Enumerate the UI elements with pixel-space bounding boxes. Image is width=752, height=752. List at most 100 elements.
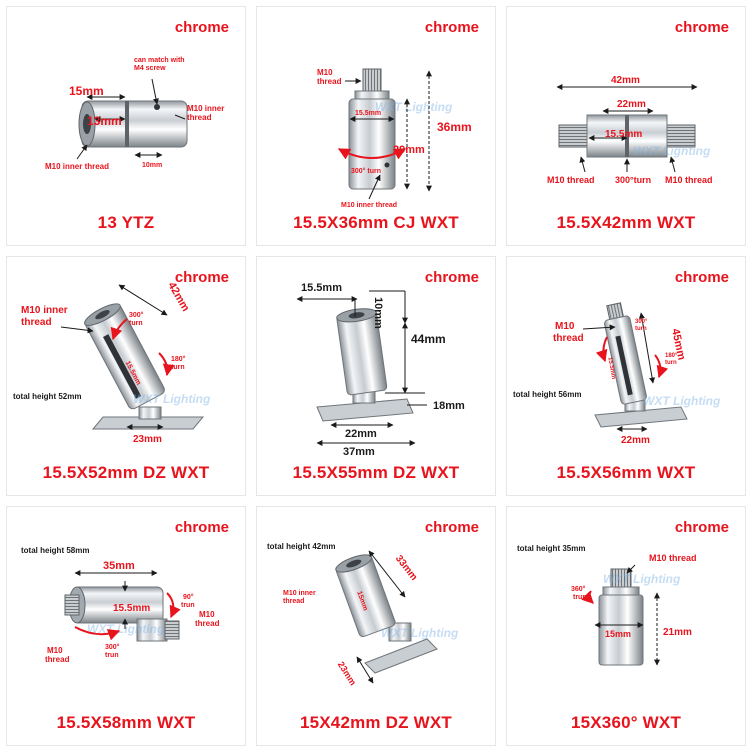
product-caption: 15.5X56mm WXT <box>556 463 696 482</box>
finish-label: chrome <box>174 519 229 536</box>
label-37mm: 37mm <box>343 446 375 458</box>
label-m10-inner: M10 inner <box>21 305 68 316</box>
finish-label: chrome <box>424 519 479 536</box>
label-300-turn: 300°turn <box>615 175 651 185</box>
panel-15x360: WXT Lighting total height 35mm M10 threa… <box>506 506 746 746</box>
label-m10-thread: M10 thread <box>649 553 697 563</box>
label-23mm: 23mm <box>133 434 162 445</box>
label-300-turn: 300° turn <box>351 167 381 175</box>
label-22mm: 22mm <box>617 99 646 110</box>
label-total-height: total height 52mm <box>13 392 81 401</box>
label-15-5mm: 15.5mm <box>301 282 342 294</box>
label-21mm: 21mm <box>663 627 692 638</box>
product-caption: 15.5X55mm DZ WXT <box>292 463 460 482</box>
panel-15-5x56: WXT Lighting M10 thread 45mm 300° turn 1… <box>506 256 746 496</box>
panel-15-5x42: WXT Lighting 42mm 22mm 15.5mm M10 thread… <box>506 6 746 246</box>
label-360-trun: trun <box>573 594 587 601</box>
product-caption: 15.5X36mm CJ WXT <box>293 213 459 232</box>
label-thread: thread <box>317 77 342 86</box>
label-m10-inner: M10 inner <box>283 590 316 597</box>
label-300: 300° <box>105 643 120 651</box>
label-total-height: total height 56mm <box>513 390 581 399</box>
panel-15-5x55-dz: 15.5mm 10mm 44mm 18mm 22mm 37mm chrome 1… <box>256 256 496 496</box>
finish-label: chrome <box>424 19 479 36</box>
label-300: 300° <box>129 311 144 319</box>
svg-text:WXT Lighting: WXT Lighting <box>133 392 211 406</box>
panel-15-5x58: WXT Lighting total height 58mm 35mm 15.5… <box>6 506 246 746</box>
svg-text:WXT Lighting: WXT Lighting <box>375 100 453 114</box>
label-m10-inner-thread: M10 inner thread <box>45 162 109 171</box>
part-diagram: 15.5mm 10mm 44mm 18mm 22mm 37mm <box>296 282 465 458</box>
swivel-part <box>78 100 188 148</box>
part-diagram: 15mm 13mm can match with M4 screw M10 in… <box>45 57 224 171</box>
label-44mm: 44mm <box>411 332 446 346</box>
label-15-5mm: 15.5mm <box>113 603 150 614</box>
angled-bracket-part <box>84 303 205 430</box>
finish-label: chrome <box>424 269 479 286</box>
svg-text:WXT Lighting: WXT Lighting <box>603 572 681 586</box>
product-grid: 15mm 13mm can match with M4 screw M10 in… <box>6 6 746 746</box>
label-m10-inner-b: thread <box>187 113 212 122</box>
label-29mm: 29mm <box>393 144 425 156</box>
label-180-turn: turn <box>171 364 185 371</box>
product-caption: 13 YTZ <box>97 213 155 232</box>
label-total-height: total height 42mm <box>267 542 335 551</box>
label-m10-inner-thread: M10 inner thread <box>341 202 397 209</box>
product-caption: 15.5X52mm DZ WXT <box>42 463 210 482</box>
label-36mm: 36mm <box>437 120 472 134</box>
finish-label: chrome <box>174 269 229 286</box>
label-total-height: total height 58mm <box>21 546 89 555</box>
part-diagram: WXT Lighting total height 35mm M10 threa… <box>517 544 697 666</box>
label-m10-thread-right: M10 thread <box>665 175 713 185</box>
part-diagram: WXT Lighting M10 thread 45mm 300° turn 1… <box>513 302 721 446</box>
label-15mm: 15mm <box>605 629 631 639</box>
label-total-height: total height 35mm <box>517 544 585 553</box>
product-caption: 15X42mm DZ WXT <box>299 713 453 732</box>
label-18mm: 18mm <box>433 400 465 412</box>
part-diagram: WXT Lighting total height 42mm M10 inner… <box>267 542 459 687</box>
label-22mm: 22mm <box>621 435 650 446</box>
angled-bracket-part <box>594 302 688 428</box>
panel-15-5x36-cj: WXT Lighting M10 thread 15.5mm 36mm 29mm… <box>256 6 496 246</box>
svg-text:WXT Lighting: WXT Lighting <box>643 394 721 408</box>
label-m10-left-thread: thread <box>45 655 70 664</box>
label-m10-right-thread: thread <box>195 619 220 628</box>
svg-text:WXT Lighting: WXT Lighting <box>633 144 711 158</box>
label-15mm: 15mm <box>69 84 104 98</box>
label-42mm: 42mm <box>611 75 640 86</box>
label-360: 360° <box>571 585 586 593</box>
label-m10-thread: thread <box>553 333 584 344</box>
label-300-turn: turn <box>635 326 647 332</box>
label-10mm: 10mm <box>372 297 384 329</box>
label-90-trun: trun <box>181 602 195 609</box>
product-caption: 15X360° WXT <box>570 713 682 732</box>
elbow-part <box>64 586 180 642</box>
angled-bracket-part <box>335 554 438 674</box>
angled-bracket-part <box>316 308 414 422</box>
finish-label: chrome <box>674 19 729 36</box>
label-10mm: 10mm <box>142 162 162 169</box>
product-caption: 15.5X42mm WXT <box>556 213 696 232</box>
finish-label: chrome <box>674 269 729 286</box>
label-23mm: 23mm <box>336 660 358 687</box>
label-35mm: 35mm <box>103 560 135 572</box>
svg-text:WXT Lighting: WXT Lighting <box>87 622 165 636</box>
label-300-turn: turn <box>129 320 143 327</box>
label-13mm: 13mm <box>87 114 122 128</box>
label-m10-inner-b: thread <box>283 598 304 605</box>
panel-13-ytz: 15mm 13mm can match with M4 screw M10 in… <box>6 6 246 246</box>
part-diagram: WXT Lighting M10 inner thread 42mm 300° … <box>13 280 211 445</box>
product-caption: 15.5X58mm WXT <box>56 713 196 732</box>
part-diagram: WXT Lighting total height 58mm 35mm 15.5… <box>21 546 220 664</box>
label-300-trun: trun <box>105 652 119 659</box>
label-33mm: 33mm <box>393 553 420 583</box>
label-m10-inner: M10 inner <box>187 104 224 113</box>
label-m10-right: M10 <box>199 610 215 619</box>
label-m10: M10 <box>317 68 333 77</box>
label-180: 180° <box>665 353 678 359</box>
label-m10-inner-b: thread <box>21 317 52 328</box>
part-diagram: WXT Lighting M10 thread 15.5mm 36mm 29mm… <box>317 68 472 209</box>
label-m10: M10 <box>555 321 575 332</box>
label-m10-thread-left: M10 thread <box>547 175 595 185</box>
label-180-turn: turn <box>665 360 677 366</box>
